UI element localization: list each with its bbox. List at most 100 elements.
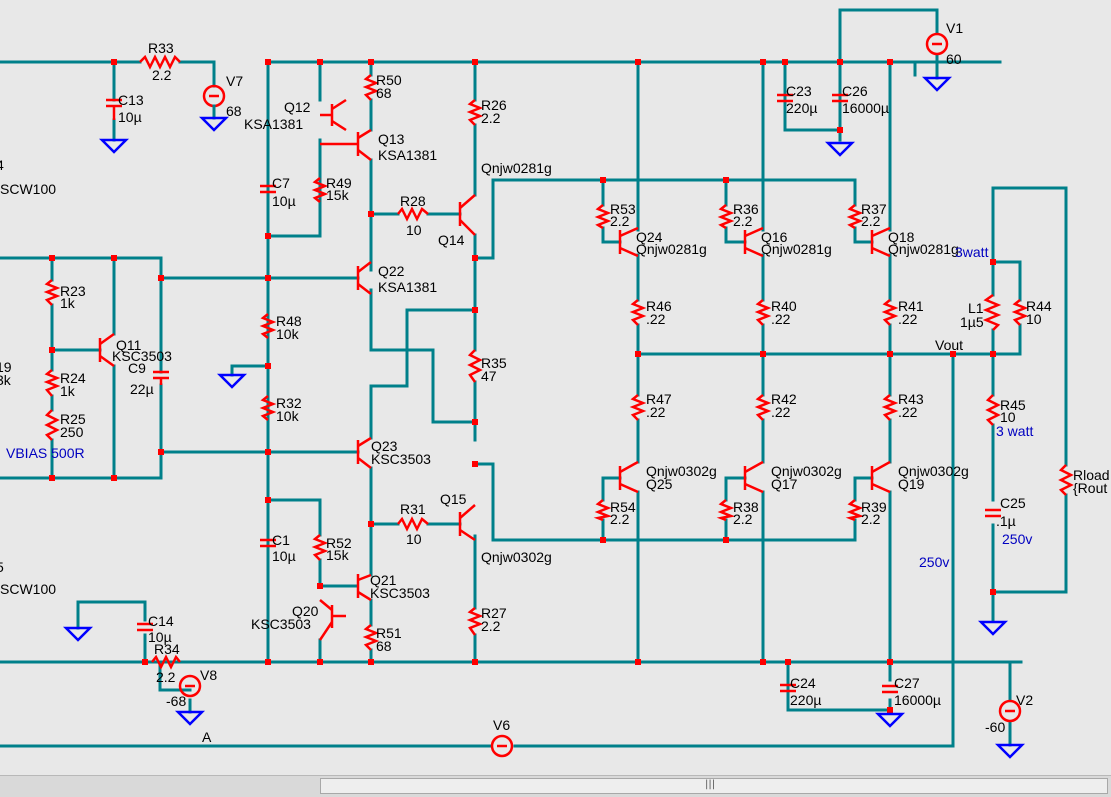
label-Q19: Q19 [898, 476, 925, 492]
value-V2: -60 [985, 719, 1005, 735]
label-Q21: Q21 [370, 572, 397, 588]
voltage-source-V8 [178, 674, 202, 698]
value-V7: 68 [226, 103, 242, 119]
node-label-A: A [202, 729, 212, 745]
resistor-R44 [1011, 299, 1029, 326]
capacitor-C25 [985, 508, 1001, 518]
label-C25: C25 [1000, 495, 1026, 511]
part-Q13: KSA1381 [378, 147, 437, 163]
label-C13: C13 [118, 92, 144, 108]
value-R38: 2.2 [733, 511, 753, 527]
transistor-Q14 [458, 194, 476, 236]
voltage-source-V1 [925, 32, 949, 56]
label-Q25: Q25 [646, 476, 673, 492]
scrollbar-grip-icon: ||| [705, 779, 716, 790]
resistor-R50 [362, 74, 380, 101]
label-C7: C7 [272, 175, 290, 191]
resistor-R26 [466, 99, 484, 126]
resistor-R37 [846, 204, 864, 230]
scrollbar-thumb[interactable]: ||| [320, 778, 1108, 794]
value-R34: 2.2 [156, 669, 176, 685]
value-R36: 2.2 [733, 213, 753, 229]
label-V7: V7 [226, 73, 243, 89]
transistor-Q20 [318, 599, 346, 641]
transistor-Q13 [320, 128, 372, 161]
resistor-R54 [593, 499, 613, 522]
value-C7: 10µ [272, 193, 296, 209]
label-Q12: Q12 [284, 99, 311, 115]
value-R49: 15k [326, 187, 350, 203]
value-C25: .1µ [996, 513, 1016, 529]
part-Q5: SCW100 [0, 581, 56, 597]
value-R42: .22 [771, 404, 791, 420]
value-R53: 2.2 [610, 213, 630, 229]
transistor-Q19 [870, 460, 891, 494]
value-R50: 68 [376, 85, 392, 101]
part-Q17: Qnjw0302g [771, 463, 842, 479]
value-R26: 2.2 [481, 110, 501, 126]
label-Q5-fragment: 5 [0, 559, 4, 575]
label-C27: C27 [894, 675, 920, 691]
part-Q23: KSC3503 [371, 451, 431, 467]
part-Q11: KSC3503 [112, 348, 172, 364]
transistor-Q24 [618, 226, 639, 258]
wires [0, 8, 1068, 748]
label-R35: R35 [481, 355, 507, 371]
value-R51: 68 [376, 638, 392, 654]
resistor-R42 [754, 394, 772, 421]
label-R37: R37 [861, 201, 887, 217]
part-Q20: KSC3503 [251, 616, 311, 632]
grounds [62, 76, 1026, 759]
resistor-R35 [467, 349, 483, 383]
capacitor-C1 [260, 538, 276, 548]
junction-dots [49, 59, 996, 713]
label-C23: C23 [786, 83, 812, 99]
voltage-source-V2 [998, 699, 1022, 723]
capacitor-C26 [832, 93, 848, 103]
value-R24: 1k [60, 383, 76, 399]
resistor-R40 [754, 299, 772, 326]
value-R33: 2.2 [152, 67, 172, 83]
label-C1: C1 [272, 532, 290, 548]
horizontal-scrollbar[interactable]: ||| [0, 775, 1111, 797]
resistor-R25 [44, 409, 60, 441]
label-R43: R43 [898, 391, 924, 407]
resistor-R32 [259, 395, 277, 421]
value-R25: 250 [60, 424, 84, 440]
part-Q25: Qnjw0302g [646, 463, 717, 479]
value-fragment-3k: 3k [0, 372, 12, 388]
resistor-R28 [397, 206, 429, 222]
label-Q15: Q15 [440, 491, 467, 507]
value-R32: 10k [276, 408, 300, 424]
schematic-canvas[interactable]: R33 2.2 C13 10µ V7 68 4 SCW100 Q12 KSA13… [0, 0, 1111, 775]
label-R47: R47 [646, 391, 672, 407]
value-V8: -68 [166, 693, 186, 709]
resistor-R38 [716, 499, 736, 522]
label-R25: R25 [60, 411, 86, 427]
resistor-R27 [466, 607, 484, 636]
label-R28: R28 [400, 193, 426, 209]
inductor-L1 [982, 293, 1002, 331]
value-Rload: {Rout [1073, 480, 1107, 496]
transistor-Q17 [743, 460, 764, 494]
label-Q23: Q23 [371, 438, 398, 454]
label-R24: R24 [60, 370, 86, 386]
value-R31: 10 [406, 531, 422, 547]
label-R49: R49 [326, 175, 352, 191]
value-R23: 1k [60, 295, 76, 311]
resistor-Rload [1058, 464, 1074, 496]
label-R52: R52 [326, 535, 352, 551]
value-R47: .22 [646, 404, 666, 420]
resistor-R41 [881, 299, 899, 326]
label-Q13: Q13 [378, 131, 405, 147]
label-R33: R33 [148, 40, 174, 56]
transistor-Q16 [743, 226, 764, 258]
label-V6: V6 [493, 717, 510, 733]
value-R46: .22 [646, 311, 666, 327]
capacitor-C23 [777, 93, 793, 103]
label-L1: L1 [968, 300, 984, 316]
label-Q4-fragment: 4 [0, 157, 4, 173]
part-Q21: KSC3503 [370, 585, 430, 601]
resistor-R51 [362, 624, 380, 651]
label-R26: R26 [481, 97, 507, 113]
